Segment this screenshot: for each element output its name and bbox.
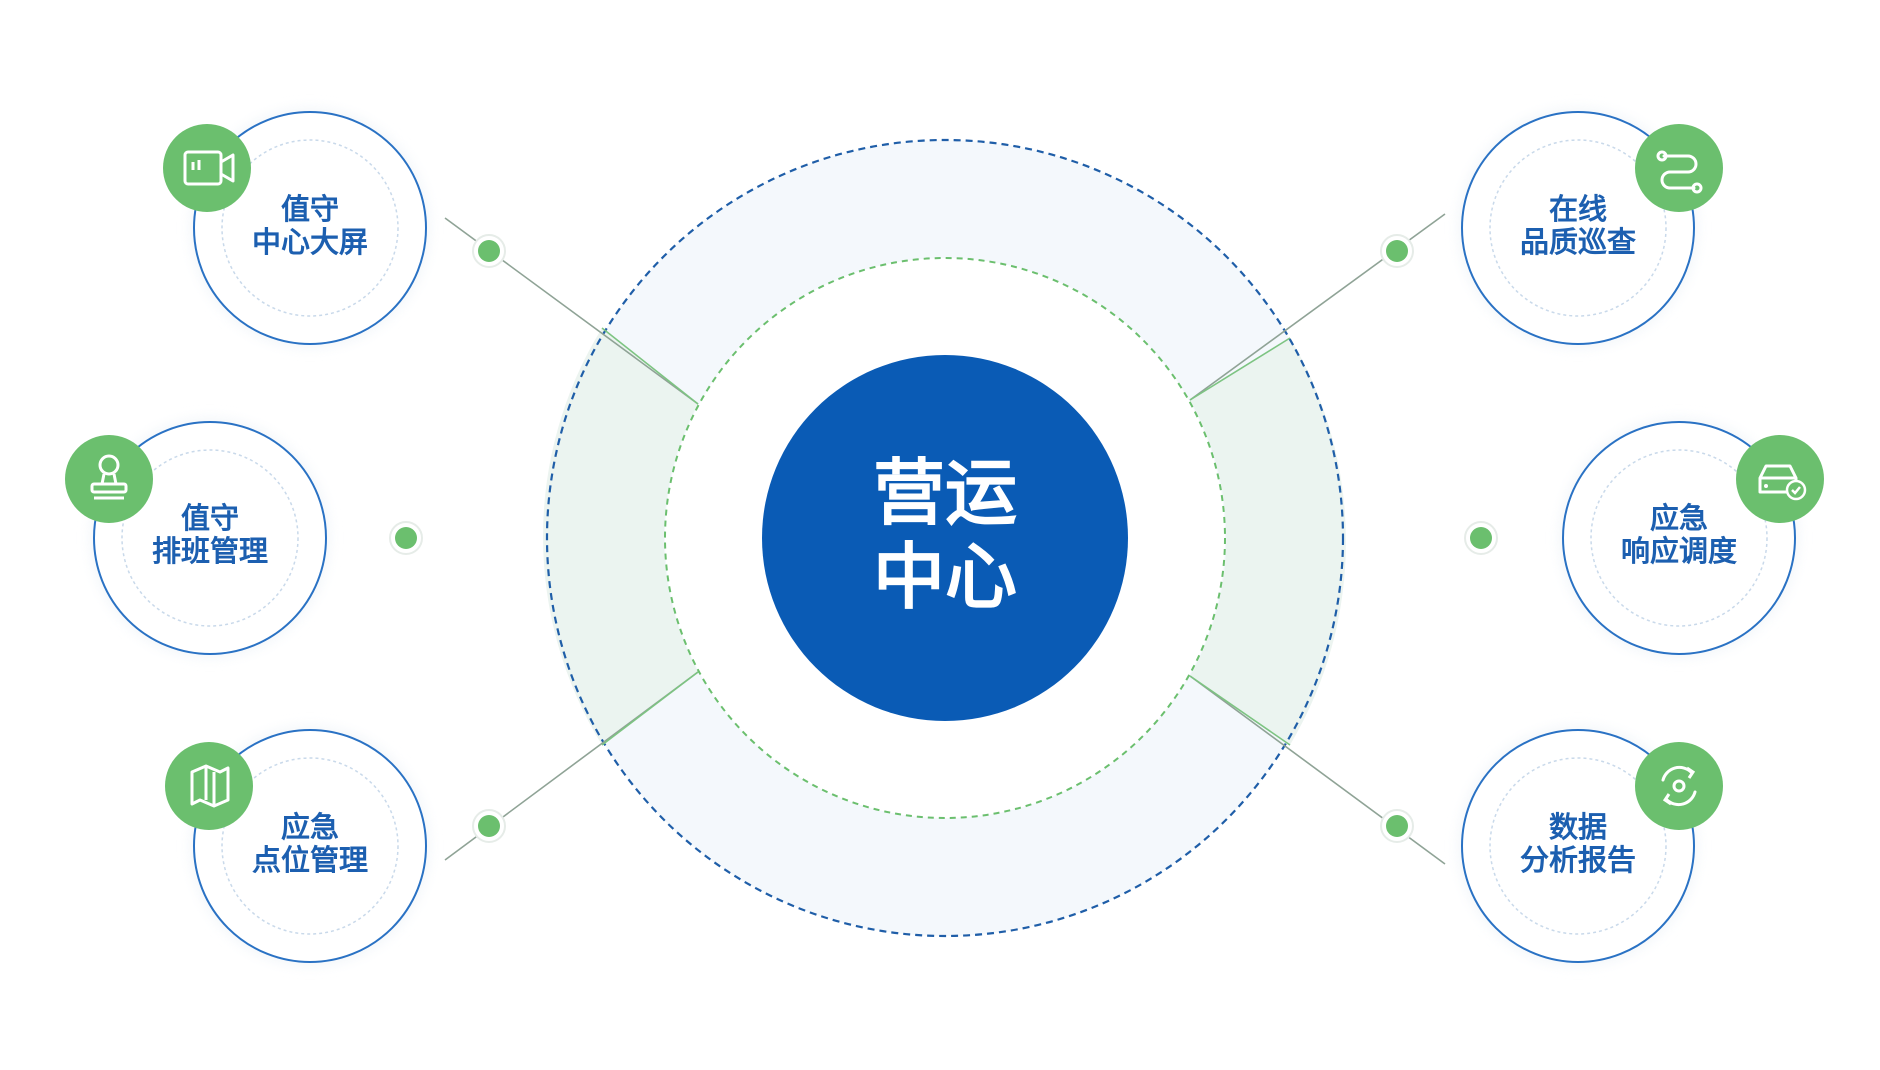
center-title-line1: 营运 [873,451,1017,535]
connector-left-top-accent [601,327,699,405]
node-right-mid-line2: 响应调度 [1621,534,1737,568]
node-right-top-line2: 品质巡查 [1520,225,1636,259]
center-circle [762,355,1128,721]
center-ring-group: 营运 中心 [543,138,1346,938]
outer-dashed-ring [545,138,1345,938]
dot-right-top [1380,234,1414,268]
node-left-bot-line1: 应急 [281,810,339,844]
node-left-mid: 值守 排班管理 [65,418,330,658]
dot-right-mid [1464,521,1498,555]
node-right-bot: 数据 分析报告 [1458,726,1723,966]
node-right-bot-line2: 分析报告 [1520,843,1636,877]
dot-left-top [472,234,506,268]
connector-right-bot-accent [1189,675,1291,746]
node-right-top: 在线 品质巡查 [1458,108,1723,348]
node-left-mid-line2: 排班管理 [152,534,268,568]
node-left-mid-line1: 值守 [181,501,239,535]
ring-wedge-left [543,328,698,745]
connector-right-top-accent [1189,337,1291,401]
connector-left-bot-accent [601,671,699,746]
center-title-line2: 中心 [873,535,1017,619]
car-check-icon [1736,435,1824,523]
dot-right-bot [1380,809,1414,843]
video-camera-icon [163,124,251,212]
node-right-bot-line1: 数据 [1549,810,1607,844]
node-left-top: 值守 中心大屏 [163,108,430,348]
outer-ring-band [546,140,1343,936]
dot-left-bot [472,809,506,843]
node-left-top-line1: 值守 [281,192,339,226]
connector-dots [389,234,1498,843]
node-right-top-line1: 在线 [1549,192,1607,226]
node-right-mid-line1: 应急 [1650,501,1708,535]
stamp-icon [65,435,153,523]
route-icon [1635,124,1723,212]
node-left-top-line2: 中心大屏 [252,225,368,259]
dot-left-mid [389,521,423,555]
cycle-icon [1635,742,1723,830]
node-left-bot-line2: 点位管理 [252,843,368,877]
map-icon [165,742,253,830]
ring-wedge-right [1190,338,1346,745]
node-left-bot: 应急 点位管理 [165,726,430,966]
node-right-mid: 应急 响应调度 [1559,418,1824,658]
